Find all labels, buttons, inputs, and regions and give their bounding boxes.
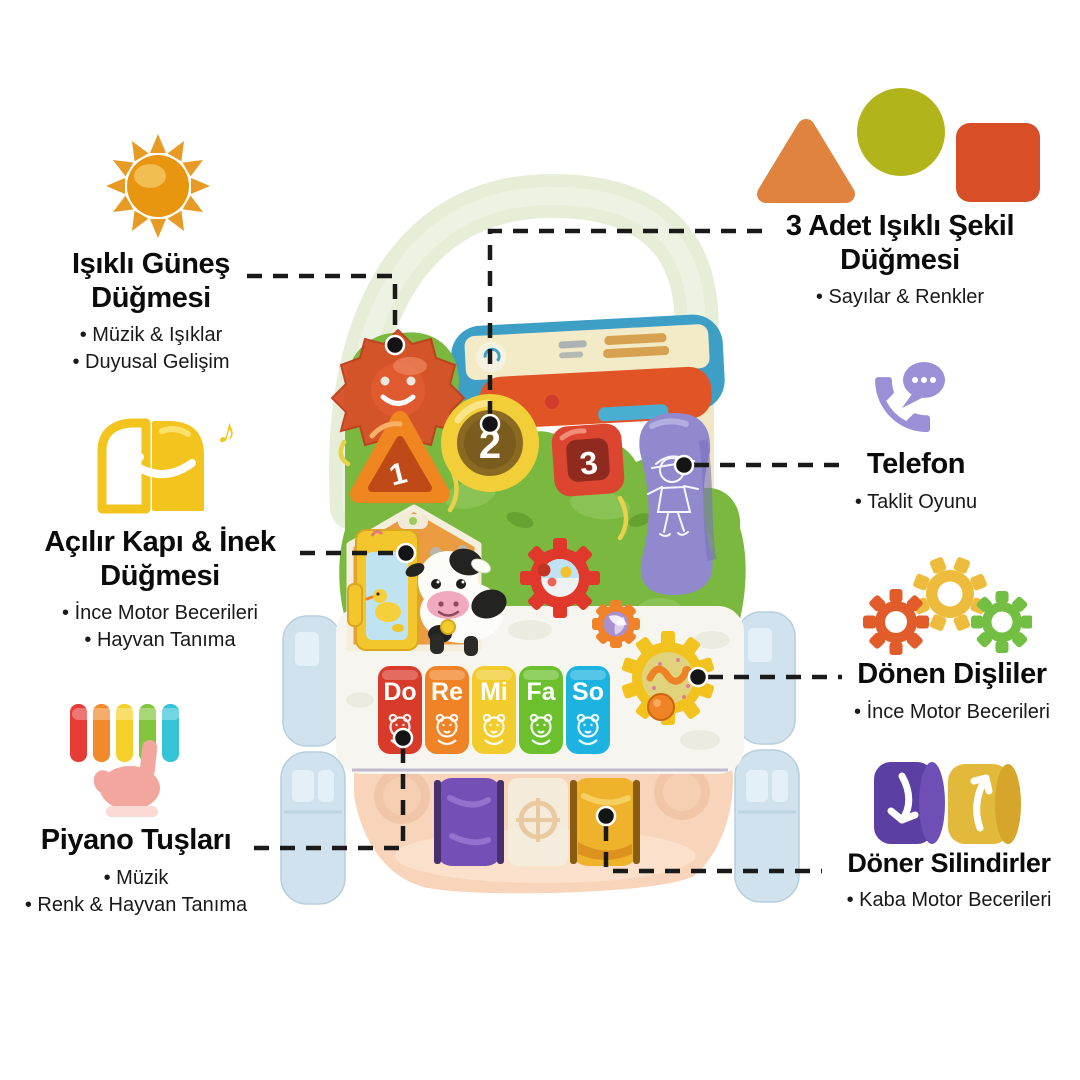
connector-dots [384, 334, 709, 827]
piano-key-mi: Mi [472, 666, 516, 754]
callout-sun-button: Işıklı Güneş Düğmesi • Müzik & Işıklar •… [15, 248, 287, 377]
gear-orange-icon [863, 589, 929, 655]
callout-cylinders-title: Döner Silindirler [847, 848, 1051, 878]
dashed-connectors [247, 228, 846, 874]
callout-cylinders: Döner Silindirler • Kaba Motor Beceriler… [818, 848, 1080, 914]
svg-text:Do: Do [383, 678, 416, 706]
callout-sun-bullet: • Duyusal Gelişim [72, 351, 230, 374]
roller-yellow [570, 778, 640, 866]
callout-shapes: 3 Adet Işıklı Şekil Düğmesi • Sayılar & … [760, 210, 1040, 311]
piano-keys: Do Re Mi [378, 666, 610, 754]
product-phone-handset [639, 412, 717, 596]
shape-buttons-icon [757, 88, 1040, 203]
callout-piano-bullet: • Renk & Hayvan Tanıma [24, 893, 248, 916]
cylinder-yellow-icon [948, 764, 1021, 844]
svg-text:2: 2 [479, 423, 501, 467]
roller-purple [434, 778, 504, 866]
barn-door [346, 504, 482, 652]
callout-sun-title-line2: Düğmesi [91, 281, 211, 314]
wheels [280, 611, 800, 905]
cylinder-purple-icon [874, 762, 945, 844]
callout-phone: Telefon • Taklit Oyunu [836, 448, 996, 516]
callout-door-cow: Açılır Kapı & İnek Düğmesi • İnce Motor … [5, 526, 315, 655]
square-shape-icon [956, 123, 1040, 202]
gears-icon [863, 557, 1032, 655]
cylinders-icon [874, 762, 1021, 844]
connector-rollers [603, 826, 822, 874]
product-triangle-button: 1 [350, 411, 450, 503]
callout-shapes-title-line1: 3 Adet Işıklı Şekil [785, 210, 1015, 242]
callout-cylinders-bullet: • Kaba Motor Becerileri [846, 888, 1052, 911]
pointing-hand-icon [93, 740, 160, 817]
circle-shape-icon [857, 88, 945, 176]
piano-key-so: So [566, 666, 610, 754]
callout-door-title-line1: Açılır Kapı & İnek [44, 526, 276, 558]
callout-door-bullet: • İnce Motor Becerileri [62, 602, 258, 625]
music-note-icon: ♪ [214, 409, 241, 453]
callout-piano: Piyano Tuşları • Müzik • Renk & Hayvan T… [0, 824, 272, 919]
door-cow-icon: ♪ [97, 409, 241, 514]
callout-phone-title: Telefon [866, 448, 966, 480]
svg-text:Fa: Fa [526, 678, 556, 706]
phone-icon [875, 362, 945, 433]
svg-text:Re: Re [431, 678, 463, 706]
svg-text:3: 3 [578, 444, 599, 482]
connector-piano [250, 748, 406, 851]
svg-text:So: So [572, 678, 604, 706]
callout-piano-title: Piyano Tuşları [40, 824, 232, 856]
callout-shapes-bullet: • Sayılar & Renkler [815, 286, 985, 309]
callout-phone-bullet: • Taklit Oyunu [854, 490, 978, 513]
connector-sun [247, 273, 398, 336]
sun-icon [106, 134, 210, 238]
rear-panel [451, 314, 725, 429]
callout-sun-title-line1: Işıklı Güneş [72, 248, 230, 280]
callout-door-title-line2: Düğmesi [100, 559, 220, 592]
piano-key-fa: Fa [519, 666, 563, 754]
callout-piano-bullet: • Müzik [103, 866, 169, 889]
gear-green-icon [971, 591, 1032, 653]
triangle-shape-icon [757, 119, 855, 203]
gear-orange [592, 600, 640, 648]
product-square-button: 3 [551, 423, 625, 497]
gear-red [520, 538, 600, 618]
callout-sun-bullet: • Müzik & Işıklar [79, 324, 223, 347]
callout-gears-bullet: • İnce Motor Becerileri [854, 700, 1050, 723]
piano-key-re: Re [425, 666, 469, 754]
cow-button [405, 545, 507, 656]
callout-gears-title: Dönen Dişliler [857, 658, 1047, 690]
callout-gears: Dönen Dişliler • İnce Motor Becerileri [832, 658, 1072, 726]
callout-shapes-title-line2: Düğmesi [840, 243, 960, 276]
piano-keys-icon [70, 704, 180, 817]
connector-shapes [487, 228, 762, 414]
speech-bubble-icon [902, 362, 945, 408]
callout-door-bullet: • Hayvan Tanıma [84, 629, 236, 652]
spinning-rollers [434, 778, 640, 866]
product-sun-button [330, 328, 466, 456]
svg-text:Mi: Mi [480, 678, 508, 706]
